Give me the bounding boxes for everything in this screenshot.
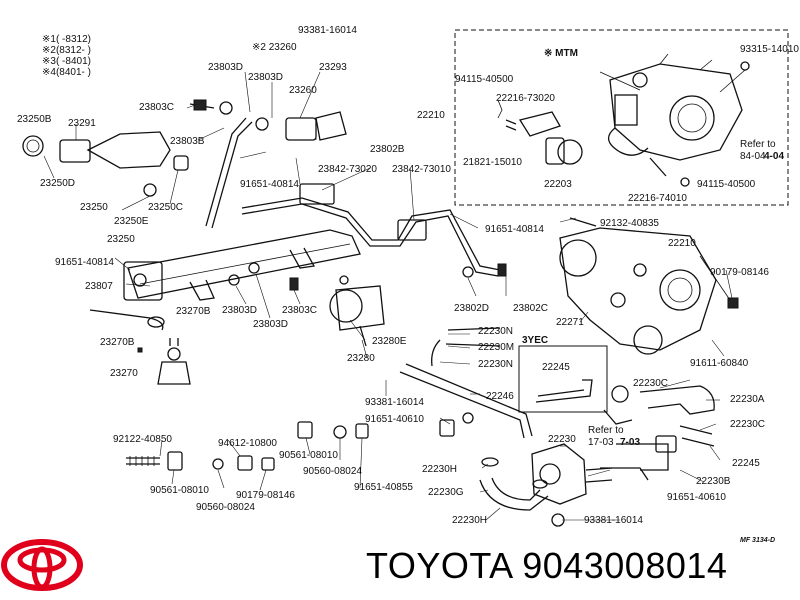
part-label: 22210	[417, 110, 445, 121]
part-label: 90179-08146	[710, 267, 769, 278]
part-label: Refer to	[740, 139, 776, 150]
part-label: 22245	[542, 362, 570, 373]
water-bypass	[399, 327, 715, 527]
part-label: 90560-08024	[303, 466, 362, 477]
part-label: 22230N	[478, 326, 513, 337]
part-label: 23803B	[170, 136, 205, 147]
part-label: 93315-14010	[740, 44, 799, 55]
yec-title: 3YEC	[522, 335, 548, 346]
part-label: 91651-40610	[667, 492, 726, 503]
part-label: 23807	[85, 281, 113, 292]
part-label: 92132-40835	[600, 218, 659, 229]
drawing-code: MF 3134-D	[740, 537, 775, 544]
part-label: 17-03	[588, 437, 614, 448]
part-label: 90560-08024	[196, 502, 255, 513]
part-label: 22216-74010	[628, 193, 687, 204]
part-labels: ※2 23260 93381-16014 23803D 23803D 23293…	[17, 25, 775, 544]
part-label: 22230M	[478, 342, 514, 353]
part-label: 21821-15010	[463, 157, 522, 168]
part-label: 93381-16014	[298, 25, 357, 36]
part-label: 90561-08010	[279, 450, 338, 461]
part-label: 94115-40500	[455, 74, 514, 85]
part-label: 91651-40814	[240, 179, 299, 190]
part-label: 23250D	[40, 178, 75, 189]
yec-inset: 3YEC 22245	[518, 335, 608, 413]
part-label: 94115-40500	[697, 179, 756, 190]
part-label: 91611-60840	[690, 358, 749, 369]
part-label: 23250	[80, 202, 108, 213]
part-label: 22230A	[730, 394, 765, 405]
part-label: 22245	[732, 458, 760, 469]
part-label: 23250B	[17, 114, 52, 125]
part-label: 93381-16014	[584, 515, 643, 526]
part-label: 23270B	[176, 306, 211, 317]
part-label: 23291	[68, 118, 96, 129]
part-label: 22230H	[452, 515, 487, 526]
part-label: 23270	[110, 368, 138, 379]
part-label: 91651-40610	[365, 414, 424, 425]
part-label: 23250	[107, 234, 135, 245]
part-label: 22230N	[478, 359, 513, 370]
part-label: 23280	[347, 353, 375, 364]
part-label: 91651-40855	[354, 482, 413, 493]
part-label: 23803C	[139, 102, 174, 113]
part-label: 22230C	[633, 378, 668, 389]
part-label: 84-04	[740, 151, 766, 162]
legend-row: ※2(8312- )	[42, 45, 91, 56]
fuel-rail-assembly	[22, 99, 507, 385]
part-label: 22230C	[730, 419, 765, 430]
throttle-body	[559, 217, 739, 355]
part-label: 22230	[548, 434, 576, 445]
part-label: 23802D	[454, 303, 489, 314]
legend-row: ※4(8401- )	[42, 67, 91, 78]
mtm-inset: ※ MTM	[454, 29, 789, 206]
part-label: 23803D	[253, 319, 288, 330]
part-label: 23280E	[372, 336, 407, 347]
part-label: 90561-08010	[150, 485, 209, 496]
part-label: 22230G	[428, 487, 464, 498]
part-label: 23260	[289, 85, 317, 96]
part-label: 22230H	[422, 464, 457, 475]
part-label: 4-04	[764, 151, 784, 162]
part-label: 23803D	[208, 62, 243, 73]
part-label: 23842-73010	[392, 164, 451, 175]
legend-row: ※3( -8401)	[42, 56, 91, 67]
part-label: 23803D	[248, 72, 283, 83]
part-label: 94612-10800	[218, 438, 277, 449]
throttle-body-sketch	[608, 53, 750, 161]
part-label: 23270B	[100, 337, 135, 348]
part-label: 92122-40850	[113, 434, 172, 445]
part-label: Refer to	[588, 425, 624, 436]
leader-lines	[43, 71, 733, 521]
part-label: 93381-16014	[365, 397, 424, 408]
fasteners	[126, 347, 369, 471]
product-title: TOYOTA 9043008014	[366, 545, 728, 586]
part-label: 22271	[556, 317, 584, 328]
part-label: 22230B	[696, 476, 731, 487]
part-label: 22203	[544, 179, 572, 190]
mtm-title: ※ MTM	[544, 48, 578, 59]
legend: ※1( -8312) ※2(8312- ) ※3( -8401) ※4(8401…	[42, 34, 91, 78]
part-label: 91651-40814	[55, 257, 114, 268]
part-label: 23250E	[114, 216, 149, 227]
part-label: 23803D	[222, 305, 257, 316]
part-label: 23293	[319, 62, 347, 73]
part-label: 7-03	[620, 437, 640, 448]
toyota-logo-icon	[1, 539, 83, 591]
part-label: 23250C	[148, 202, 183, 213]
part-label: 23802C	[513, 303, 548, 314]
part-label: 23802B	[370, 144, 405, 155]
part-label: 23842-73020	[318, 164, 377, 175]
part-label: 91651-40814	[485, 224, 544, 235]
part-label: 22210	[668, 238, 696, 249]
part-label: 23803C	[282, 305, 317, 316]
part-label: 22246	[486, 391, 514, 402]
part-label: 22216-73020	[496, 93, 555, 104]
part-label: 90179-08146	[236, 490, 295, 501]
legend-row: ※1( -8312)	[42, 34, 91, 45]
part-label: ※2 23260	[252, 42, 297, 53]
